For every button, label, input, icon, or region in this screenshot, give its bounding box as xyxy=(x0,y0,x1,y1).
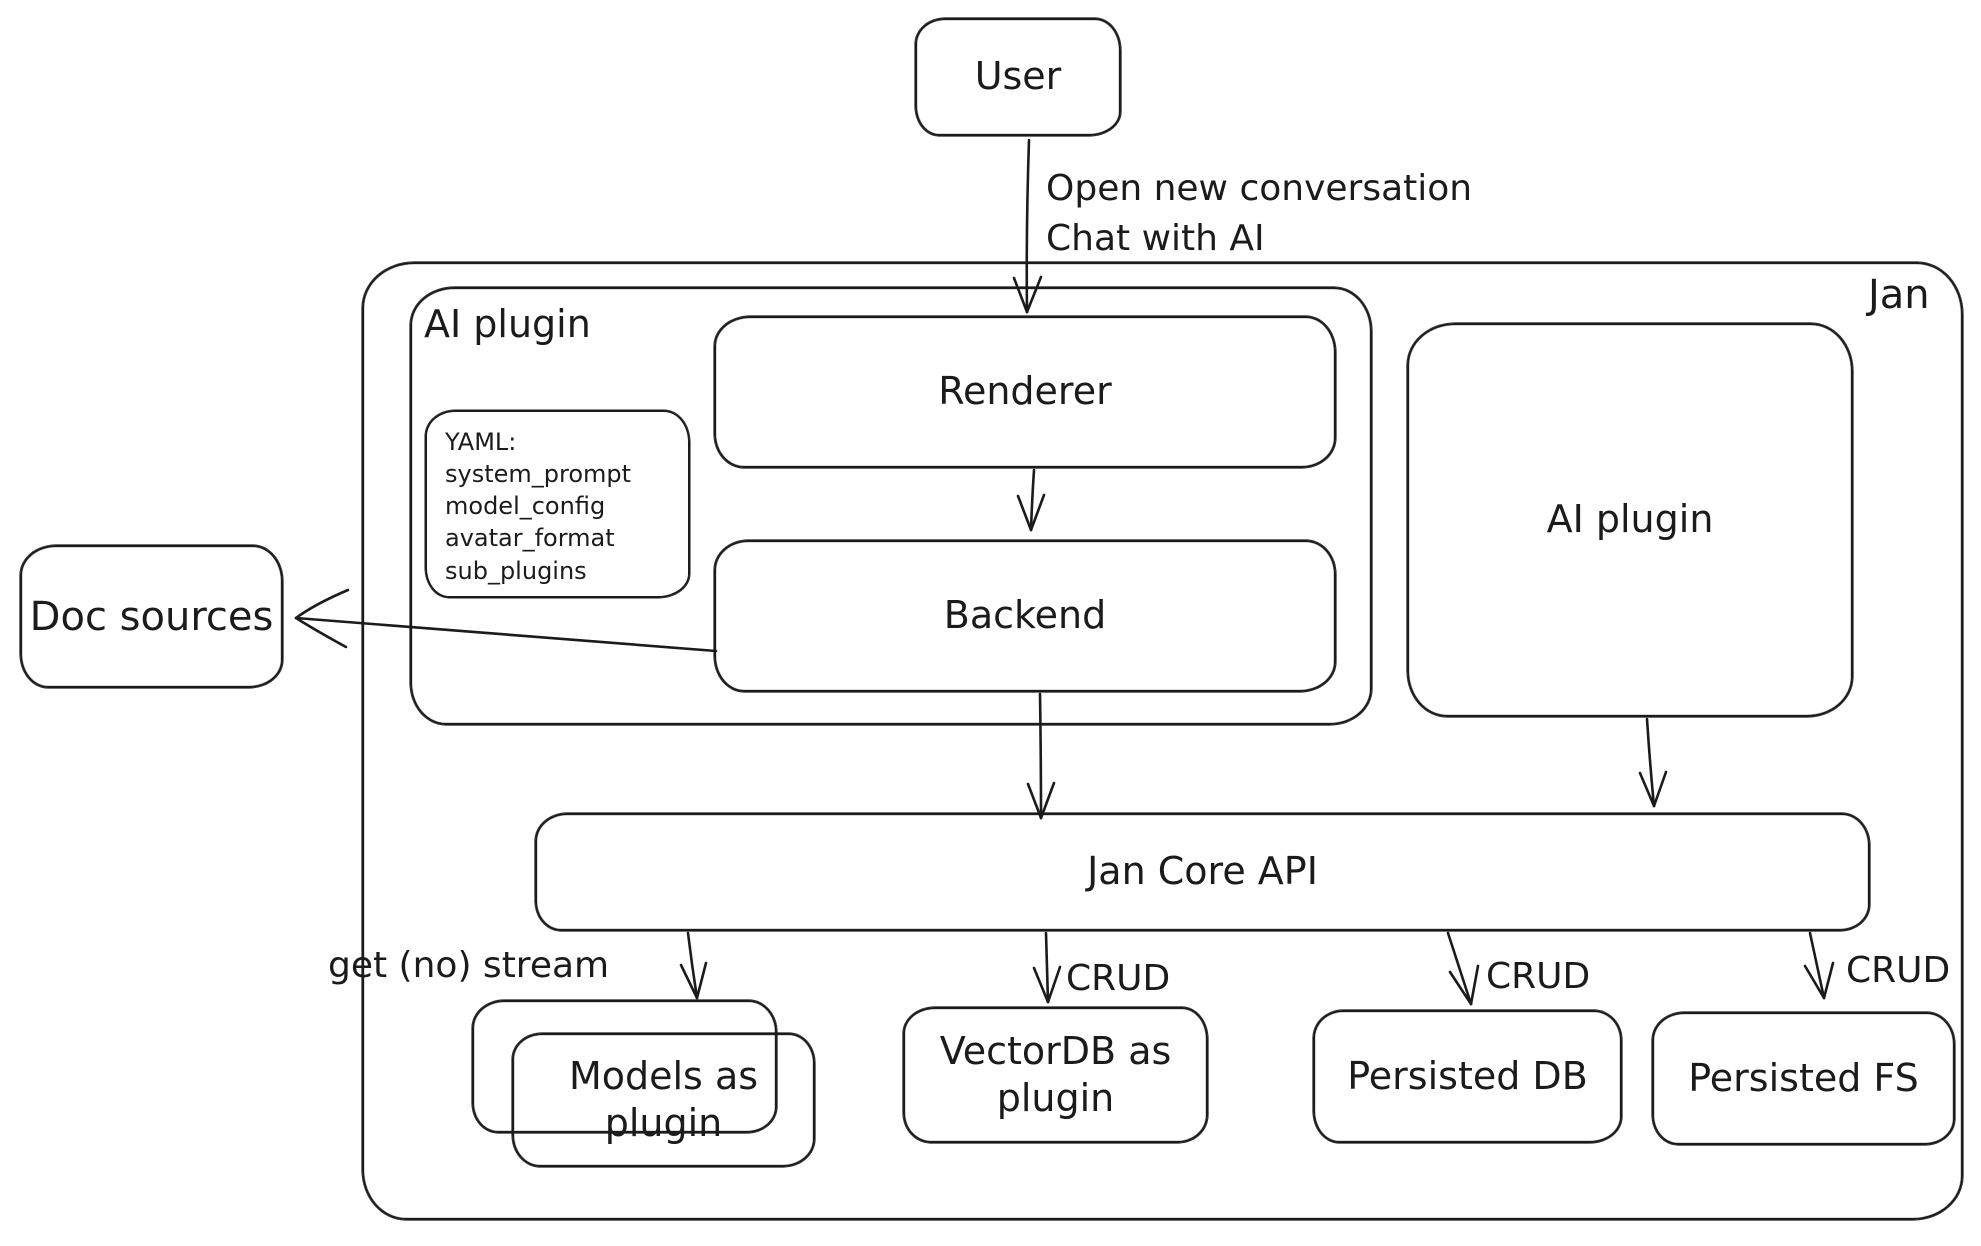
renderer-node: Renderer xyxy=(714,316,1336,468)
yaml-note-line: model_config xyxy=(445,492,606,521)
models-plugin-node-label: Models as plugin xyxy=(568,1053,759,1146)
persisted-db-node-label: Persisted DB xyxy=(1347,1053,1588,1098)
doc-sources-node: Doc sources xyxy=(20,545,283,688)
ai-plugin-right-node-label: AI plugin xyxy=(1546,497,1714,542)
persisted-fs-node-label: Persisted FS xyxy=(1688,1055,1919,1100)
backend-node-label: Backend xyxy=(943,593,1107,638)
vectordb-plugin-node: VectorDB as plugin xyxy=(903,1007,1208,1143)
yaml-note-line: YAML: xyxy=(445,428,517,456)
jan-container-box xyxy=(362,262,1963,1220)
ai-plugin-container-box xyxy=(410,287,1372,725)
models-plugin-node: Models as plugin xyxy=(512,1033,815,1167)
yaml-note-line: sub_plugins xyxy=(445,556,587,585)
ai-plugin-container-label: AI plugin xyxy=(424,302,591,346)
edge-label-chat-with-ai: Chat with AI xyxy=(1046,217,1265,259)
models-plugin-back-box xyxy=(472,1000,777,1133)
user-node-label: User xyxy=(974,54,1062,99)
jan-core-api-node: Jan Core API xyxy=(535,813,1870,931)
renderer-node-label: Renderer xyxy=(938,369,1112,414)
user-node: User xyxy=(915,18,1121,136)
persisted-db-node: Persisted DB xyxy=(1313,1010,1622,1143)
edge-label-crud-persisted-fs: CRUD xyxy=(1846,950,1951,991)
vectordb-plugin-node-label: VectorDB as plugin xyxy=(939,1028,1172,1121)
backend-node: Backend xyxy=(714,540,1336,692)
edge-label-user-to-renderer: Open new conversation Chat with AI xyxy=(1046,164,1472,263)
jan-container-label: Jan xyxy=(1868,272,1930,318)
edge-label-open-new-conversation: Open new conversation xyxy=(1046,168,1473,209)
doc-sources-node-label: Doc sources xyxy=(29,593,274,640)
edge-label-get-no-stream: get (no) stream xyxy=(328,945,610,986)
jan-core-api-node-label: Jan Core API xyxy=(1087,849,1318,894)
yaml-note-line: system_prompt xyxy=(445,460,632,489)
yaml-note: YAML: system_prompt model_config avatar_… xyxy=(425,410,690,598)
persisted-fs-node: Persisted FS xyxy=(1652,1012,1955,1145)
ai-plugin-right-node: AI plugin xyxy=(1407,323,1853,717)
edge-label-crud-persisted-db: CRUD xyxy=(1486,956,1591,997)
edge-label-crud-vectordb: CRUD xyxy=(1066,958,1171,999)
yaml-note-line: avatar_format xyxy=(445,524,615,553)
